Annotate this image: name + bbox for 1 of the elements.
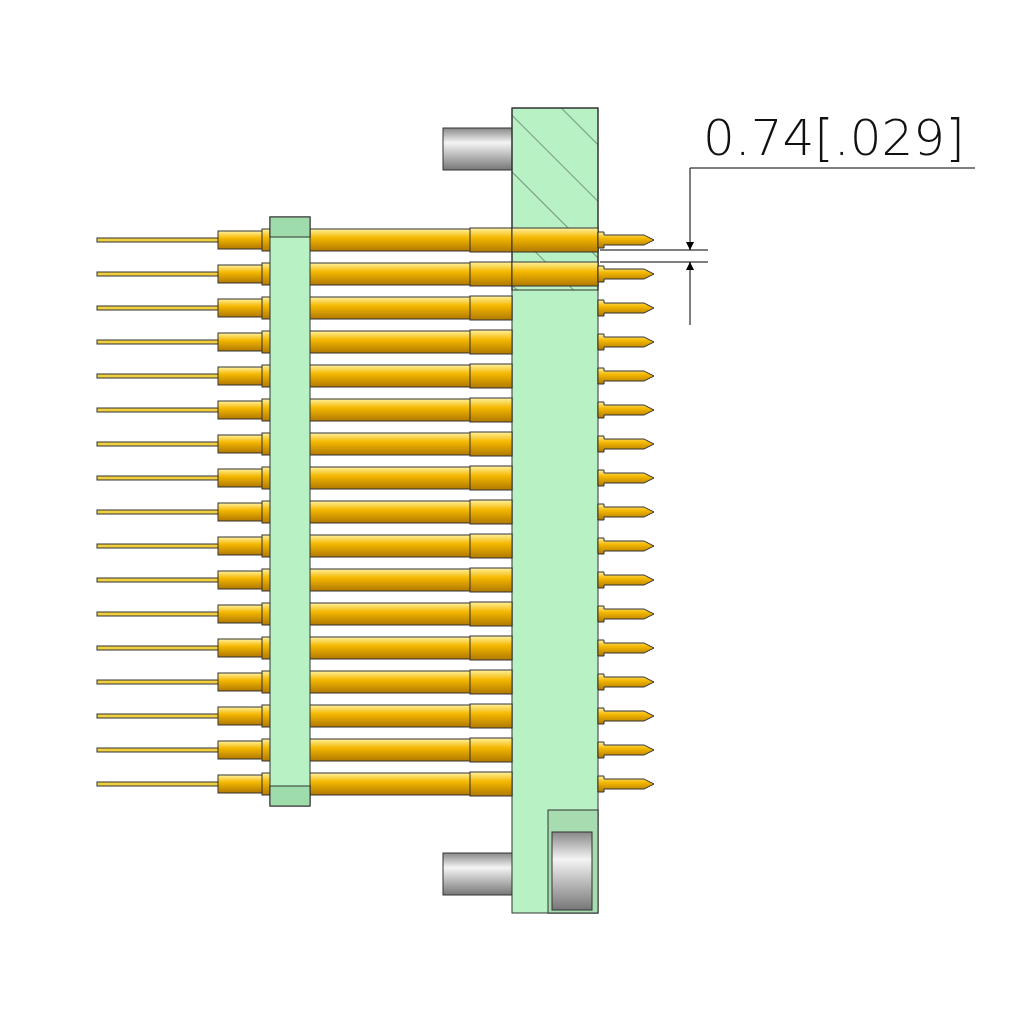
dimension-label: 0.74[.029]	[703, 108, 965, 168]
